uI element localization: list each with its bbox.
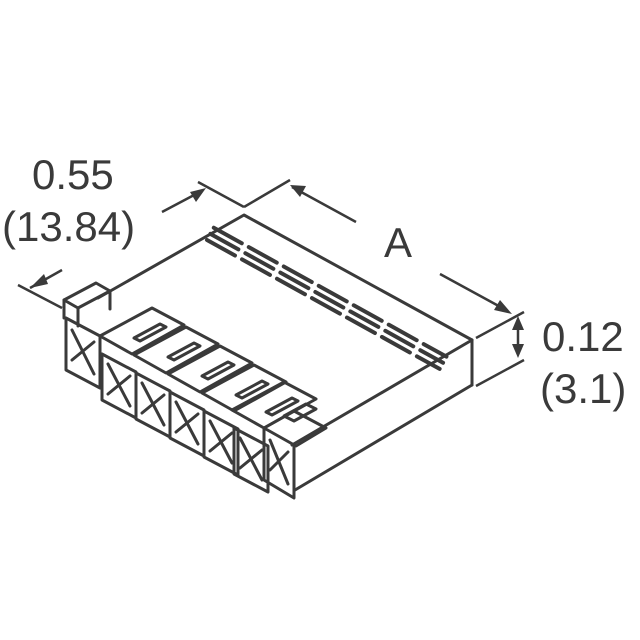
- dimension-height: [475, 310, 525, 388]
- length-a-label: A: [384, 219, 413, 266]
- vent-slots: [204, 225, 449, 371]
- width-inch-label: 0.55: [32, 151, 114, 198]
- height-inch-label: 0.12: [542, 313, 624, 360]
- dimension-a: [243, 178, 512, 314]
- width-mm-label: (13.84): [2, 203, 136, 250]
- height-mm-label: (3.1): [540, 365, 627, 412]
- dimension-width: [17, 180, 245, 310]
- pin-contacts: [62, 281, 328, 500]
- housing-body: [96, 213, 474, 492]
